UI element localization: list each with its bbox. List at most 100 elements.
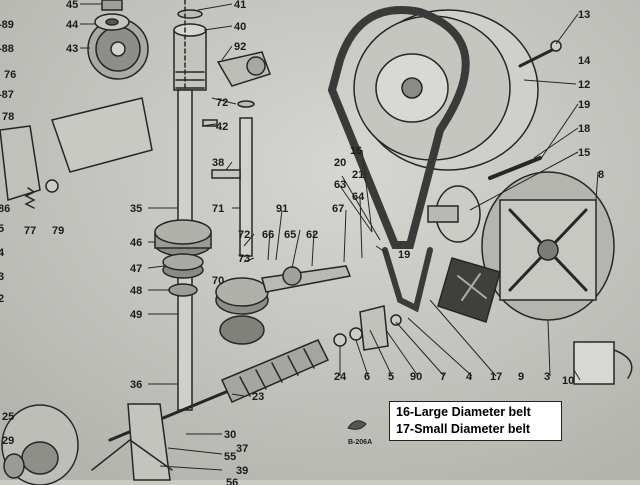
part-label-10: 10 [562, 375, 574, 387]
part-label-77: 77 [24, 225, 36, 237]
part-label-36: 36 [130, 379, 142, 391]
part-label-5-left: 5 [0, 223, 4, 235]
part-label-70: 70 [212, 275, 224, 287]
worm-23-icon [220, 339, 330, 403]
housing-25-icon [1, 404, 79, 485]
part-label-41: 41 [234, 0, 246, 11]
part-label-37: 37 [236, 443, 248, 455]
part-label-4-left: 4 [0, 247, 5, 259]
part-label-48: 48 [130, 285, 142, 297]
part-label-3-left: 3 [0, 271, 4, 283]
part-label-45: 45 [66, 0, 78, 11]
part-label-21: 21 [352, 169, 364, 181]
bushing-45-icon [101, 0, 123, 11]
part-label-19-right: 19 [578, 99, 590, 111]
legend-line-large-belt: 16-Large Diameter belt [396, 405, 531, 419]
cover-plate-icon [51, 97, 153, 173]
part-label-62: 62 [306, 229, 318, 241]
frame-37-icon [91, 403, 173, 481]
part-label-46: 46 [130, 237, 142, 249]
part-label-6: 6 [364, 371, 370, 383]
part-label-64: 64 [352, 191, 365, 203]
gear-70-icon [215, 277, 269, 345]
part-label-30: 30 [224, 429, 236, 441]
part-label-89: -89 [0, 19, 14, 31]
pulley-15-icon [427, 185, 481, 243]
part-label-56: 56 [226, 477, 238, 485]
part-label-4-right: 4 [466, 371, 473, 383]
part-label-47: 47 [130, 263, 142, 275]
part-label-55: 55 [224, 451, 236, 463]
part-labels: 45 44 43 41 40 92 -88 -89 76 -87 78 86 7… [0, 0, 604, 485]
belt-legend-box: 16-Large Diameter belt 17-Small Diameter… [389, 401, 562, 441]
part-label-29: 29 [2, 435, 14, 447]
large-belt-16-icon [327, 6, 470, 249]
bearing-44-icon [94, 13, 130, 31]
pin-38-icon [211, 169, 241, 179]
bracket-78-icon [0, 125, 41, 201]
part-label-13: 13 [578, 9, 590, 21]
part-label-72-top: 72 [216, 97, 228, 109]
part-label-9: 9 [518, 371, 524, 383]
part-label-25: 25 [2, 411, 14, 423]
bolt-18-icon [488, 156, 542, 180]
part-label-67: 67 [332, 203, 344, 215]
gear-43-icon [87, 18, 149, 80]
part-label-2-left: 2 [0, 293, 4, 305]
part-label-43: 43 [66, 43, 78, 55]
lever-62-icon [261, 265, 352, 293]
part-label-90: 90 [410, 371, 422, 383]
bracket-92-icon [216, 51, 271, 87]
part-label-88: -88 [0, 43, 14, 55]
motor-pulley-12-icon [353, 9, 539, 171]
part-label-5-right: 5 [388, 371, 394, 383]
part-label-12: 12 [578, 79, 590, 91]
shaft-30-icon [108, 390, 228, 442]
part-label-71: 71 [212, 203, 224, 215]
part-label-72-mid: 72 [238, 229, 250, 241]
part-label-73: 73 [238, 253, 250, 265]
part-label-78: 78 [2, 111, 14, 123]
small-belt-17-icon [382, 247, 433, 313]
part-label-42: 42 [216, 121, 228, 133]
part-label-76: 76 [4, 69, 16, 81]
part-label-86: 86 [0, 203, 10, 215]
spring-77-icon [24, 187, 36, 209]
washer-stack-icon [333, 305, 402, 351]
plate-9-icon [437, 257, 501, 323]
part-label-40: 40 [234, 21, 246, 33]
part-label-49: 49 [130, 309, 142, 321]
part-label-65: 65 [284, 229, 296, 241]
part-label-14: 14 [578, 55, 591, 67]
nut-79-icon [45, 179, 59, 193]
part-label-63: 63 [334, 179, 346, 191]
motor-fan-3-icon [481, 171, 615, 321]
part-label-18: 18 [578, 123, 590, 135]
gear-47-icon [162, 253, 204, 279]
part-label-38: 38 [212, 157, 224, 169]
part-label-92: 92 [234, 41, 246, 53]
bolt-13-icon [518, 40, 562, 68]
part-label-16: 16 [350, 145, 362, 157]
gear-46-icon [154, 219, 212, 257]
part-label-91: 91 [276, 203, 288, 215]
part-label-66: 66 [262, 229, 274, 241]
part-label-20: 20 [334, 157, 346, 169]
part-label-24: 24 [334, 371, 347, 383]
part-label-23: 23 [252, 391, 264, 403]
part-label-79: 79 [52, 225, 64, 237]
legend-line-small-belt: 17-Small Diameter belt [396, 422, 531, 436]
connector-10-icon [573, 341, 633, 385]
part-label-8: 8 [598, 169, 604, 181]
part-label-39: 39 [236, 465, 248, 477]
part-label-19-belt: 19 [398, 249, 410, 261]
drawing-code: B-206A [348, 439, 372, 446]
part-label-44: 44 [66, 19, 79, 31]
collar-48-icon [168, 283, 198, 297]
drawing-stamp: B-206A [347, 420, 372, 446]
part-label-7: 7 [440, 371, 446, 383]
part-label-15: 15 [578, 147, 590, 159]
part-label-87: -87 [0, 89, 14, 101]
